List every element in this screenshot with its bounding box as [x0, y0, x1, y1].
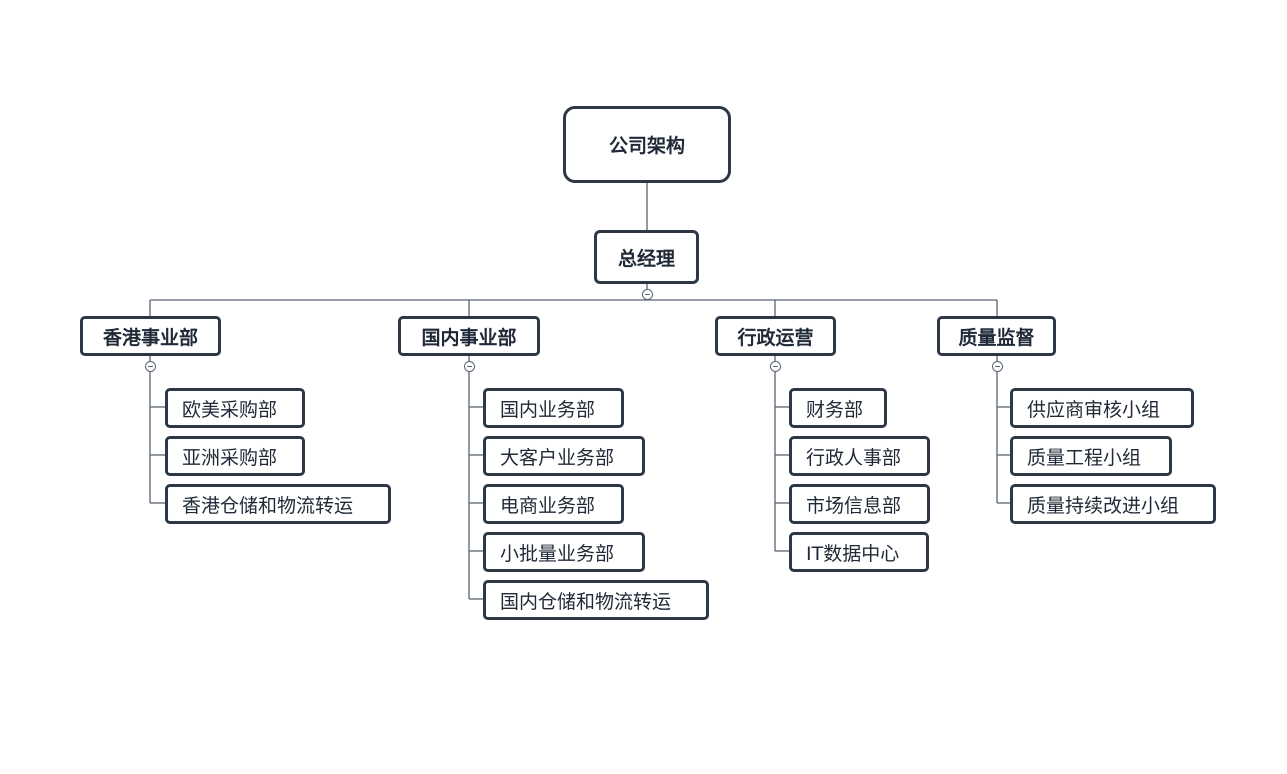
subunit-node[interactable]: 电商业务部	[483, 484, 624, 524]
collapse-minus-icon[interactable]	[770, 361, 781, 372]
subunit-node[interactable]: 小批量业务部	[483, 532, 645, 572]
subunit-node[interactable]: 质量持续改进小组	[1010, 484, 1216, 524]
collapse-minus-icon[interactable]	[145, 361, 156, 372]
subunit-node[interactable]: 大客户业务部	[483, 436, 645, 476]
subunit-node[interactable]: IT数据中心	[789, 532, 929, 572]
subunit-node[interactable]: 亚洲采购部	[165, 436, 305, 476]
collapse-minus-icon[interactable]	[992, 361, 1003, 372]
subunit-node[interactable]: 国内仓储和物流转运	[483, 580, 709, 620]
subunit-node[interactable]: 财务部	[789, 388, 887, 428]
subunit-node[interactable]: 市场信息部	[789, 484, 930, 524]
subunit-node[interactable]: 供应商审核小组	[1010, 388, 1194, 428]
dept-node-admin[interactable]: 行政运营	[715, 316, 836, 356]
subunit-node[interactable]: 国内业务部	[483, 388, 624, 428]
dept-node-hk[interactable]: 香港事业部	[80, 316, 221, 356]
dept-node-domestic[interactable]: 国内事业部	[398, 316, 540, 356]
subunit-node[interactable]: 香港仓储和物流转运	[165, 484, 391, 524]
dept-node-quality[interactable]: 质量监督	[937, 316, 1056, 356]
collapse-minus-icon[interactable]	[464, 361, 475, 372]
root-node[interactable]: 公司架构	[563, 106, 731, 183]
subunit-node[interactable]: 行政人事部	[789, 436, 930, 476]
subunit-node[interactable]: 质量工程小组	[1010, 436, 1172, 476]
general-manager-node[interactable]: 总经理	[594, 230, 699, 284]
subunit-node[interactable]: 欧美采购部	[165, 388, 305, 428]
collapse-minus-icon[interactable]	[642, 289, 653, 300]
